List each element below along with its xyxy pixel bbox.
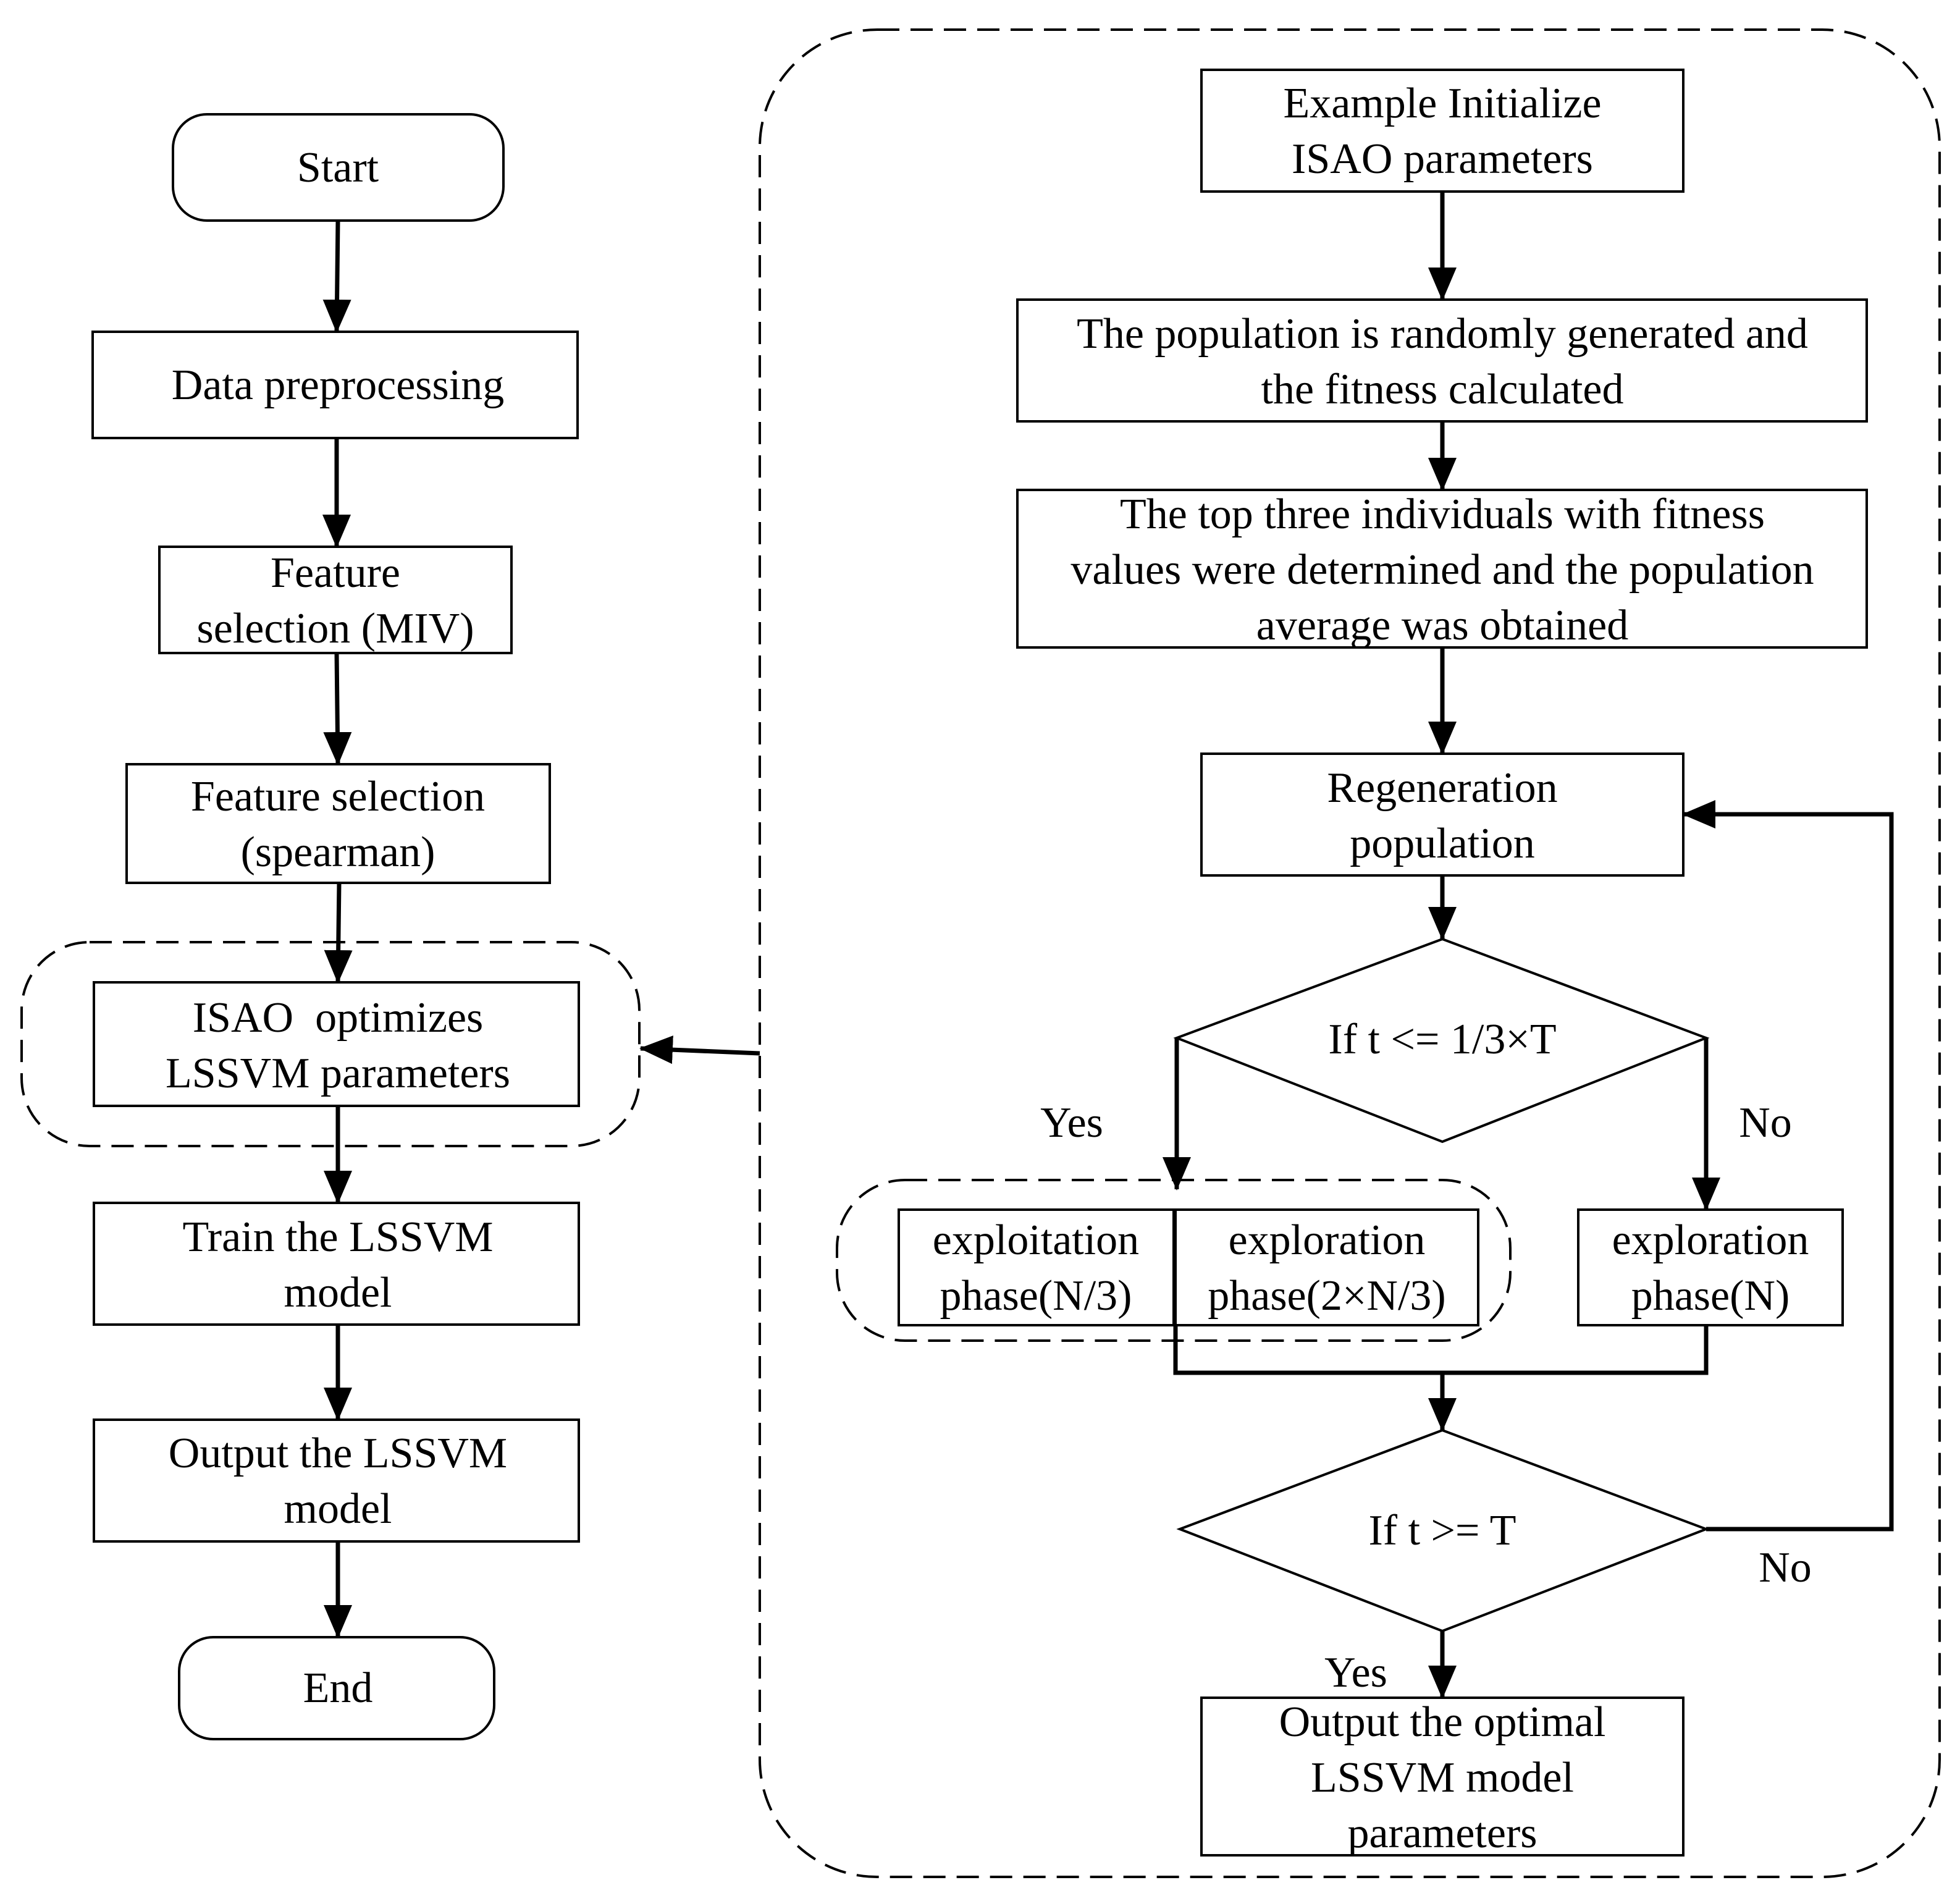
population-generated-box: The population is randomly generated and… (1016, 298, 1868, 423)
exploration-mixed-line2: phase(2×N/3) (1208, 1272, 1445, 1320)
init-isao-box: Example Initialize ISAO parameters (1200, 69, 1685, 193)
top-three-line2: values were determined and the populatio… (1070, 546, 1814, 594)
output-optimal-box: Output the optimal LSSVM model parameter… (1200, 1697, 1685, 1857)
feature-selection-spearman-line1: Feature selection (191, 773, 485, 820)
top-three-box: The top three individuals with fitness v… (1016, 489, 1868, 649)
train-lssvm-line1: Train the LSSVM (182, 1213, 493, 1261)
exploration-full-line1: exploration (1612, 1216, 1809, 1264)
data-preprocessing-box: Data preprocessing (91, 331, 579, 439)
isao-optimizes-line1: ISAO optimizes (193, 994, 484, 1042)
init-isao-line1: Example Initialize (1283, 80, 1601, 127)
exploration-full-line2: phase(N) (1631, 1272, 1790, 1320)
arrow-spearman-to-isao (324, 882, 353, 984)
train-lssvm-line2: model (284, 1269, 392, 1317)
feature-selection-spearman-box: Feature selection (spearman) (125, 763, 551, 884)
regeneration-line1: Regeneration (1327, 764, 1557, 812)
output-optimal-line3: parameters (1347, 1810, 1537, 1857)
feature-selection-miv-line1: Feature (271, 549, 400, 597)
yes-label-1: Yes (1040, 1099, 1103, 1147)
decision-t-end-label: If t >= T (1368, 1507, 1516, 1554)
top-three-line1: The top three individuals with fitness (1120, 491, 1765, 538)
arrow-start-to-preprocess (322, 220, 351, 333)
decision-t-third-label: If t <= 1/3×T (1328, 1016, 1556, 1063)
feature-selection-spearman-line2: (spearman) (241, 828, 435, 876)
decision-t-end: If t >= T (1176, 1428, 1710, 1633)
output-lssvm-box: Output the LSSVM model (93, 1418, 580, 1543)
exploitation-line2: phase(N/3) (940, 1272, 1132, 1320)
no-label-2: No (1759, 1544, 1812, 1591)
output-optimal-line2: LSSVM model (1311, 1754, 1574, 1802)
data-preprocessing-label: Data preprocessing (172, 361, 504, 409)
no-label-1: No (1739, 1099, 1792, 1147)
arrow-detail-to-isao-group (639, 1035, 760, 1064)
exploration-mixed-box: exploration phase(2×N/3) (1174, 1208, 1479, 1326)
population-generated-line2: the fitness calculated (1261, 366, 1624, 413)
end-node: End (178, 1636, 495, 1740)
exploitation-line1: exploitation (933, 1216, 1139, 1264)
isao-optimizes-line2: LSSVM parameters (166, 1050, 510, 1097)
exploration-full-box: exploration phase(N) (1577, 1208, 1844, 1326)
decision-t-third: If t <= 1/3×T (1173, 937, 1710, 1144)
isao-optimizes-lssvm-box: ISAO optimizes LSSVM parameters (93, 981, 580, 1107)
train-lssvm-box: Train the LSSVM model (93, 1202, 580, 1326)
output-lssvm-line1: Output the LSSVM (169, 1430, 507, 1477)
exploration-mixed-line1: exploration (1229, 1216, 1426, 1264)
end-label: End (303, 1664, 373, 1712)
yes-label-2: Yes (1324, 1649, 1387, 1697)
isao-detail-dashed-frame (759, 28, 1941, 1878)
exploitation-phase-box: exploitation phase(N/3) (898, 1208, 1175, 1326)
init-isao-line2: ISAO parameters (1292, 135, 1593, 183)
arrow-decision2-no-loop (1682, 800, 1894, 1532)
start-node: Start (172, 113, 505, 222)
top-three-line3: average was obtained (1256, 602, 1629, 649)
feature-selection-miv-line2: selection (MIV) (196, 605, 474, 652)
regeneration-line2: population (1350, 820, 1534, 867)
population-generated-line1: The population is randomly generated and (1077, 310, 1808, 358)
isao-optimize-dashed-group (20, 941, 641, 1147)
start-label: Start (297, 144, 379, 192)
output-optimal-line1: Output the optimal (1279, 1698, 1606, 1746)
arrow-miv-to-spearman (323, 652, 352, 765)
output-lssvm-line2: model (284, 1485, 392, 1533)
merge-line-phases (1173, 1325, 1709, 1375)
regeneration-box: Regeneration population (1200, 752, 1685, 877)
feature-selection-miv-box: Feature selection (MIV) (158, 546, 513, 654)
